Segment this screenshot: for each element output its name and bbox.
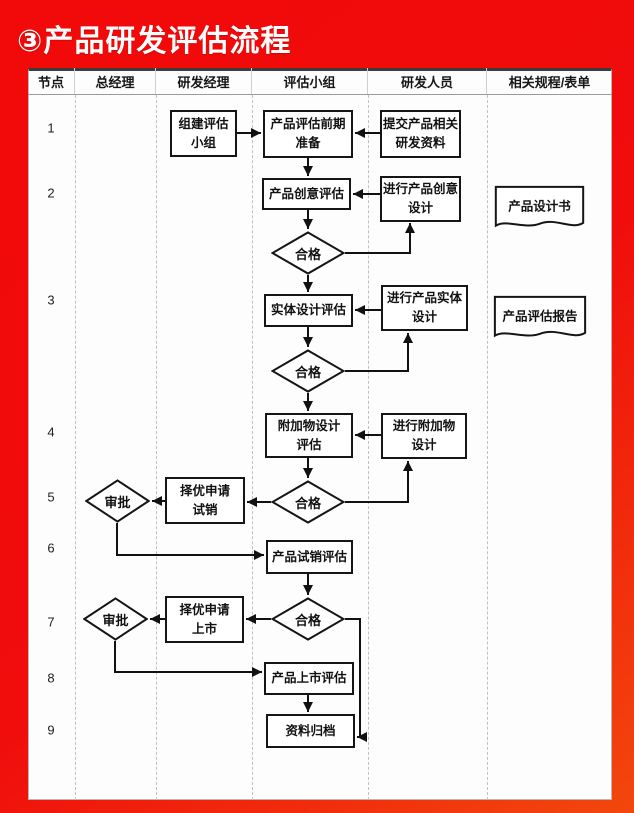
document-shape [493, 295, 587, 343]
column-divider [368, 95, 369, 800]
node-number-9: 9 [47, 722, 55, 738]
header-rd-staff: 研发人员 [368, 68, 487, 94]
node-number-2: 2 [47, 185, 55, 201]
header-gm: 总经理 [75, 68, 156, 94]
document-shape [494, 185, 585, 233]
column-divider [156, 95, 157, 800]
process-archive-materials: 资料归档 [266, 714, 355, 748]
process-idea-evaluation: 产品创意评估 [262, 178, 351, 210]
decision-approve-2: 审批 [83, 597, 148, 641]
page-title: ③产品研发评估流程 [17, 25, 292, 58]
node-number-3: 3 [47, 292, 55, 308]
header-eval-team: 评估小组 [252, 68, 368, 94]
swimlane-header-row: 节点 总经理 研发经理 评估小组 研发人员 相关规程/表单 [28, 68, 612, 95]
process-form-eval-team: 组建评估 小组 [170, 110, 237, 157]
document-product-design-book: 产品设计书 [494, 185, 585, 233]
column-divider [487, 95, 488, 800]
process-idea-design: 进行产品创意 设计 [380, 176, 461, 222]
process-physical-design-eval: 实体设计评估 [264, 294, 353, 327]
decision-qualified-2: 合格 [271, 349, 345, 393]
process-trial-sale-eval: 产品试销评估 [266, 540, 353, 574]
decision-qualified-1: 合格 [271, 231, 345, 275]
column-divider [75, 95, 76, 800]
decision-approve-1: 审批 [85, 479, 150, 523]
process-apply-trial-sale: 择优申请 试销 [165, 477, 245, 524]
document-product-eval-report: 产品评估报告 [493, 295, 587, 343]
process-addon-design-eval: 附加物设计 评估 [265, 413, 353, 458]
diamond-shape [271, 231, 345, 275]
process-physical-design: 进行产品实体 设计 [381, 285, 468, 331]
process-submit-rd-materials: 提交产品相关 研发资料 [380, 110, 461, 158]
diamond-shape [271, 597, 345, 641]
process-apply-launch: 择优申请 上市 [165, 596, 244, 643]
node-number-5: 5 [47, 489, 55, 505]
decision-qualified-4: 合格 [271, 597, 345, 641]
process-eval-preparation: 产品评估前期 准备 [263, 110, 353, 158]
header-node: 节点 [28, 68, 75, 94]
node-number-7: 7 [47, 614, 55, 630]
process-addon-design: 进行附加物 设计 [381, 413, 467, 459]
node-number-1: 1 [47, 120, 55, 136]
diamond-shape [85, 479, 150, 523]
process-launch-eval: 产品上市评估 [264, 662, 354, 695]
node-number-8: 8 [47, 670, 55, 686]
diamond-shape [83, 597, 148, 641]
node-number-6: 6 [47, 540, 55, 556]
decision-qualified-3: 合格 [271, 480, 345, 524]
column-divider [252, 95, 253, 800]
header-rd-manager: 研发经理 [156, 68, 252, 94]
diamond-shape [271, 349, 345, 393]
node-number-4: 4 [47, 424, 55, 440]
header-forms: 相关规程/表单 [508, 74, 591, 90]
diamond-shape [271, 480, 345, 524]
